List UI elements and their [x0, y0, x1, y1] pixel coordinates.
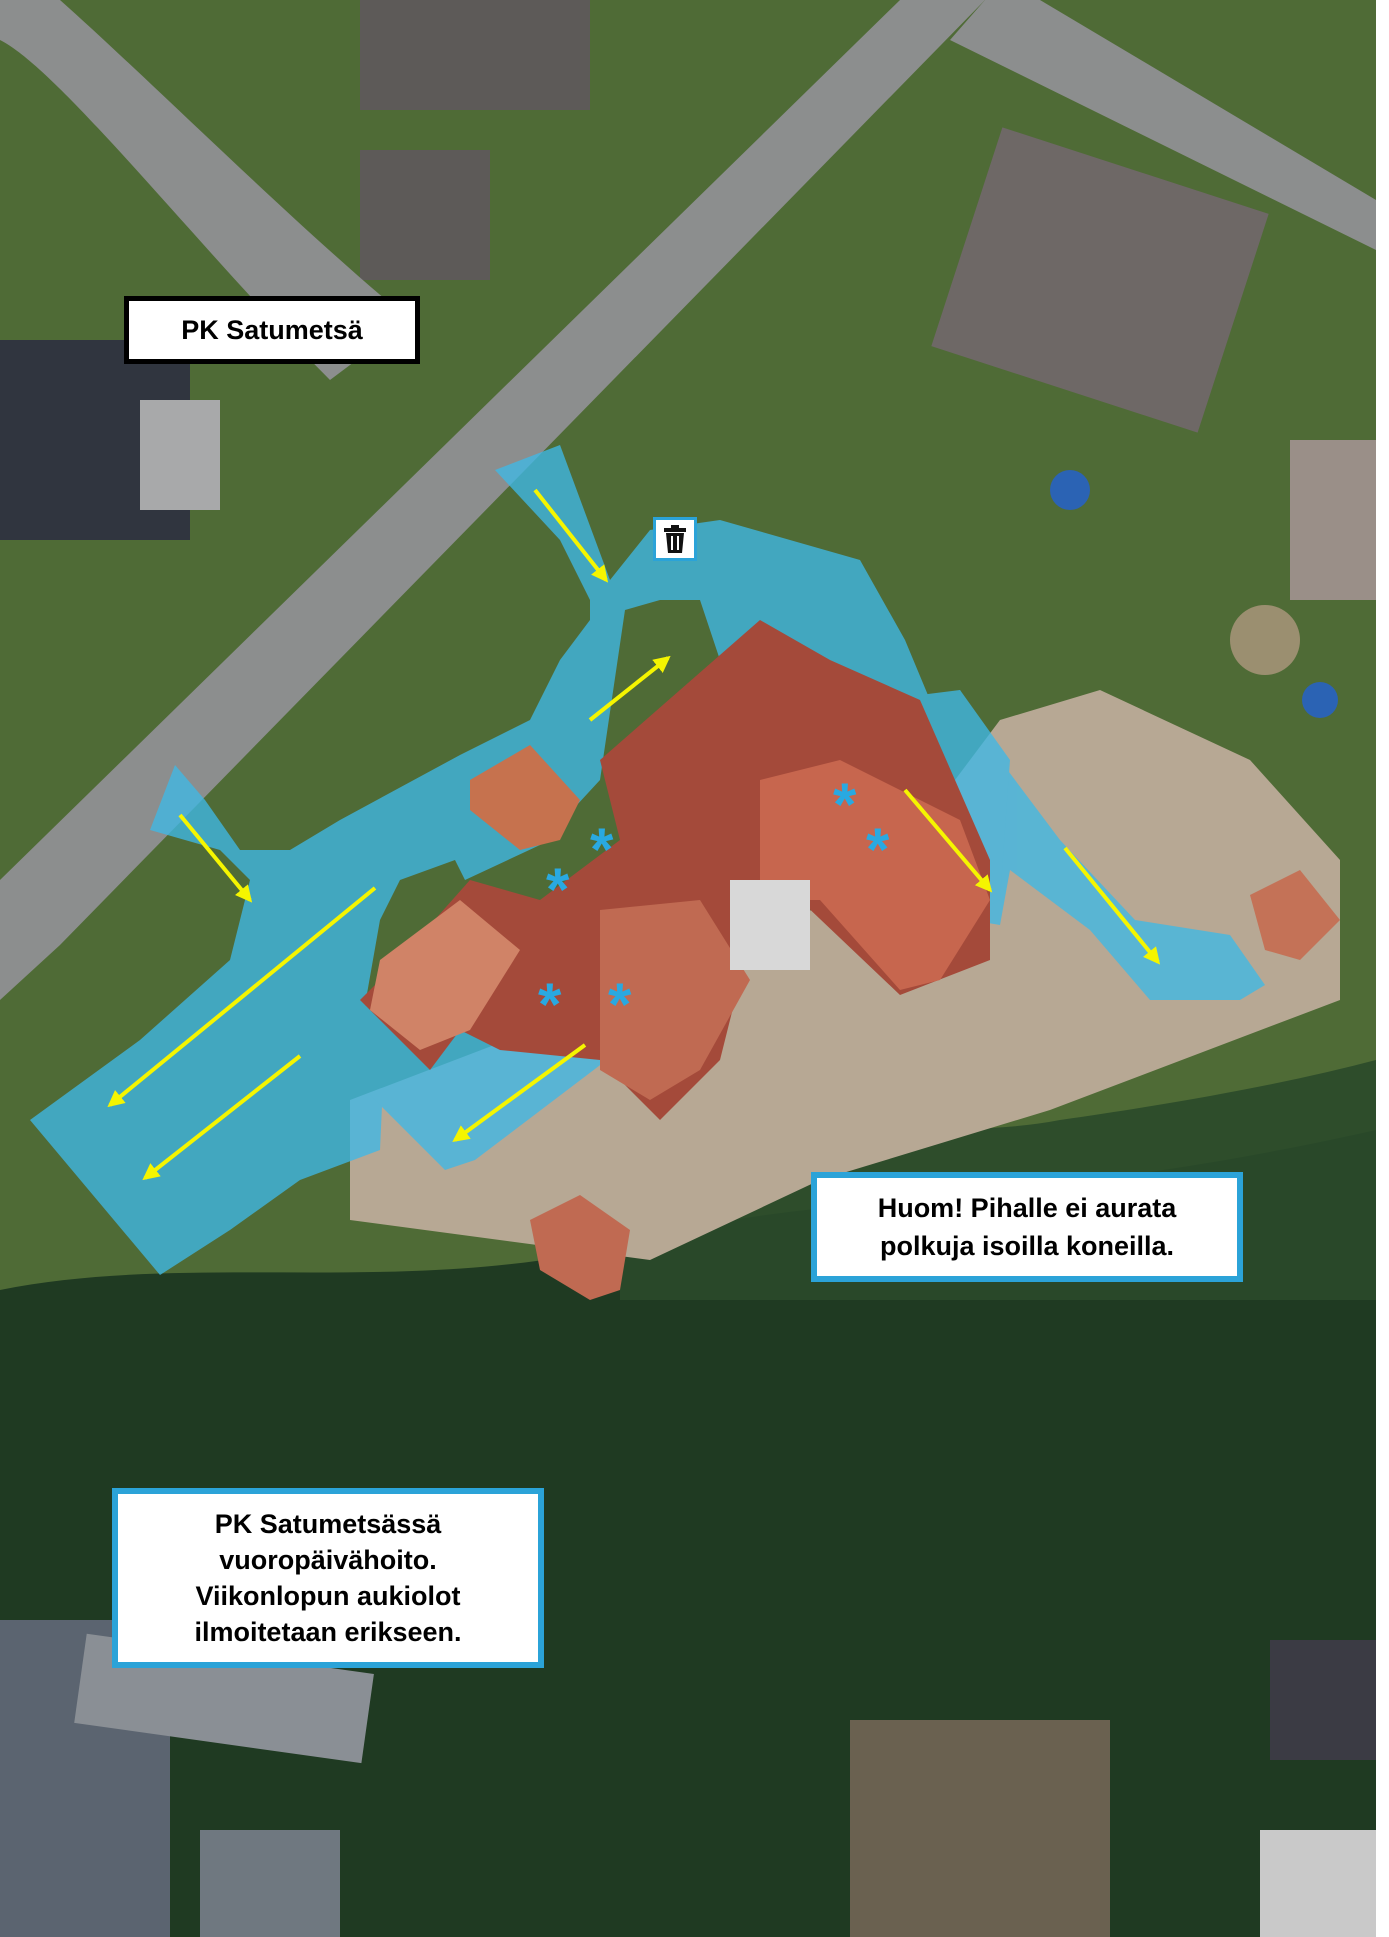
map-title-box: PK Satumetsä — [124, 296, 420, 364]
arrow-1 — [533, 488, 609, 583]
trampoline — [1050, 470, 1090, 510]
asterisk-2: * — [546, 856, 570, 923]
asterisk-5: * — [833, 771, 857, 838]
arrow-3 — [178, 813, 253, 903]
side-road-top-right — [950, 0, 1376, 250]
arrow-4 — [107, 886, 377, 1108]
info-line-4: ilmoitetaan erikseen. — [194, 1617, 462, 1647]
arrow-8 — [1063, 846, 1161, 965]
note-line-2: polkuja isoilla koneilla. — [879, 1231, 1175, 1261]
asterisk-3: * — [538, 971, 562, 1038]
house-top-center — [360, 0, 590, 110]
house-top-center2 — [360, 150, 490, 280]
note-line-1: Huom! Pihalle ei aurata — [877, 1193, 1177, 1223]
house-bottom-right — [850, 1720, 1110, 1937]
sandpit — [1230, 605, 1300, 675]
house-top-left-roof — [140, 400, 220, 510]
arrow-7 — [903, 788, 993, 893]
plow-direction-arrows — [107, 488, 1161, 1181]
map-title: PK Satumetsä — [181, 314, 363, 345]
info-box: PK Satumetsässä vuoropäivähoito. Viikonl… — [112, 1488, 544, 1668]
info-line-3: Viikonlopun aukiolot — [195, 1581, 461, 1611]
asterisk-1: * — [590, 816, 614, 883]
house-top-right — [931, 127, 1269, 433]
school-building — [360, 620, 1340, 1300]
sand-yard — [350, 690, 1340, 1260]
roof-bottom-right — [1270, 1640, 1376, 1760]
main-road — [0, 0, 985, 1000]
right-margin — [1376, 0, 1389, 1937]
arrow-5 — [142, 1054, 302, 1181]
trash-icon — [653, 517, 697, 561]
info-line-1: PK Satumetsässä — [214, 1509, 442, 1539]
roof-bottom-mid — [200, 1830, 340, 1937]
trampoline-2 — [1302, 682, 1338, 718]
asterisk-6: * — [866, 816, 890, 883]
arrow-6 — [452, 1043, 587, 1142]
roof-bottom-right2 — [1260, 1830, 1376, 1937]
house-right-edge — [1290, 440, 1376, 600]
side-road-top-left — [0, 0, 410, 380]
info-line-2: vuoropäivähoito. — [219, 1545, 437, 1575]
arrow-2 — [588, 655, 671, 722]
asterisk-4: * — [608, 971, 632, 1038]
asterisks: * * * * * * — [538, 771, 890, 1038]
note-box: Huom! Pihalle ei aurata polkuja isoilla … — [811, 1172, 1243, 1282]
